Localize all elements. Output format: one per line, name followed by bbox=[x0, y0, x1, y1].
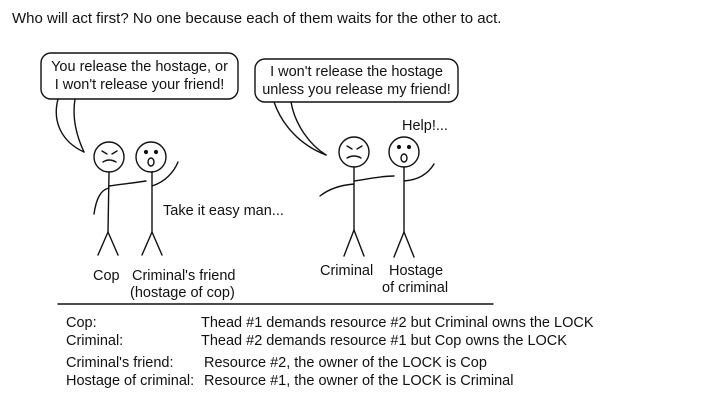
page-title: Who will act first? No one because each … bbox=[12, 10, 502, 27]
cop-figure bbox=[93, 141, 147, 256]
criminal-speech: I won't release the hostage unless you r… bbox=[262, 64, 451, 98]
hostage-figure bbox=[388, 136, 435, 258]
label-hostage-of-cop: (hostage of cop) bbox=[130, 285, 235, 301]
cop-speech: You release the hostage, or I won't rele… bbox=[51, 59, 228, 93]
label-hostage: Hostage bbox=[389, 263, 444, 279]
label-criminal: Criminal bbox=[320, 263, 374, 279]
legend-key: Criminal's friend: bbox=[66, 355, 174, 371]
speech-tail-criminal bbox=[273, 101, 327, 156]
speech-tail-cop bbox=[55, 98, 85, 153]
hostage-exclaim: Help!... bbox=[402, 118, 448, 134]
friend-reply: Take it easy man... bbox=[163, 203, 284, 219]
criminal-figure bbox=[319, 136, 395, 257]
label-of-criminal: of criminal bbox=[382, 280, 449, 296]
legend-value: Thead #1 demands resource #2 but Crimina… bbox=[201, 315, 594, 331]
speech-bubble-criminal bbox=[254, 58, 459, 103]
legend-key: Cop: bbox=[66, 315, 97, 331]
legend-value: Resource #2, the owner of the LOCK is Co… bbox=[204, 355, 487, 371]
legend-key: Criminal: bbox=[66, 333, 124, 349]
legend-key: Hostage of criminal: bbox=[66, 373, 195, 389]
label-cop: Cop bbox=[93, 268, 120, 284]
speech-bubble-cop bbox=[40, 52, 239, 100]
criminals-friend-figure bbox=[135, 141, 179, 256]
legend-value: Resource #1, the owner of the LOCK is Cr… bbox=[204, 373, 514, 389]
legend-value: Thead #2 demands resource #1 but Cop own… bbox=[201, 333, 567, 349]
label-criminals-friend: Criminal's friend bbox=[132, 268, 236, 284]
